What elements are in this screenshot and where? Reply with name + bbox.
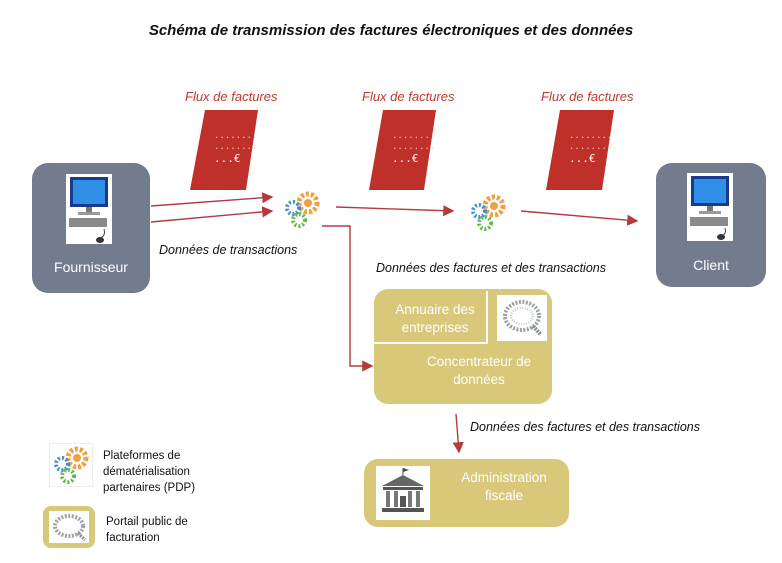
invoice-text-3: ...................€ <box>569 131 613 165</box>
arrow-fournisseur-pdp-2 <box>150 206 274 223</box>
annuaire-divider <box>486 291 488 343</box>
edge-label-factures-bottom: Données des factures et des transactions <box>470 420 700 434</box>
gears-icon[interactable] <box>282 189 322 229</box>
flux-label-2: Flux de factures <box>362 89 455 104</box>
administration-label: Administration fiscale <box>461 470 547 503</box>
arrow-ppf-administration <box>452 413 464 454</box>
legend-pdp-label: Plateformes de dématérialisation partena… <box>103 450 196 494</box>
flux-label-3: Flux de factures <box>541 89 634 104</box>
ppf-node[interactable]: Annuaire des entreprises Concentrateur d… <box>374 289 552 404</box>
computer-icon <box>687 173 733 241</box>
institution-icon <box>376 466 430 520</box>
invoice-text-2: ...................€ <box>392 131 436 165</box>
arrow-pdp2-client <box>520 210 639 226</box>
annuaire-label: Annuaire des entreprises <box>395 302 475 335</box>
legend-ppf-swatch <box>43 506 95 548</box>
portal-icon <box>497 295 547 341</box>
administration-node[interactable]: Administration fiscale <box>364 459 569 527</box>
diagram-title: Schéma de transmission des factures élec… <box>148 22 634 39</box>
client-node[interactable]: Client <box>656 163 766 287</box>
flux-label-1: Flux de factures <box>185 89 278 104</box>
invoice-shape-1 <box>190 110 258 190</box>
client-label: Client <box>693 257 729 273</box>
invoice-shape-3 <box>546 110 614 190</box>
arrow-pdp1-pdp2 <box>335 205 455 217</box>
portal-icon <box>49 511 89 543</box>
computer-icon <box>66 174 112 244</box>
invoice-text-1: ...................€ <box>214 131 258 165</box>
gears-icon[interactable] <box>468 192 508 232</box>
concentrateur-label: Concentrateur de données <box>426 354 532 387</box>
invoice-shape-2 <box>369 110 436 190</box>
arrow-pdp1-ppf <box>322 225 374 372</box>
fournisseur-label: Fournisseur <box>54 259 128 275</box>
gears-icon <box>49 443 93 487</box>
annuaire-divider <box>374 342 488 344</box>
fournisseur-node[interactable]: Fournisseur <box>32 163 150 293</box>
arrow-fournisseur-pdp-1 <box>150 192 274 207</box>
edge-label-factures-top: Données des factures et des transactions <box>376 261 606 275</box>
edge-label-transactions: Données de transactions <box>159 243 298 257</box>
legend-ppf-label: Portail public de facturation <box>106 516 188 544</box>
